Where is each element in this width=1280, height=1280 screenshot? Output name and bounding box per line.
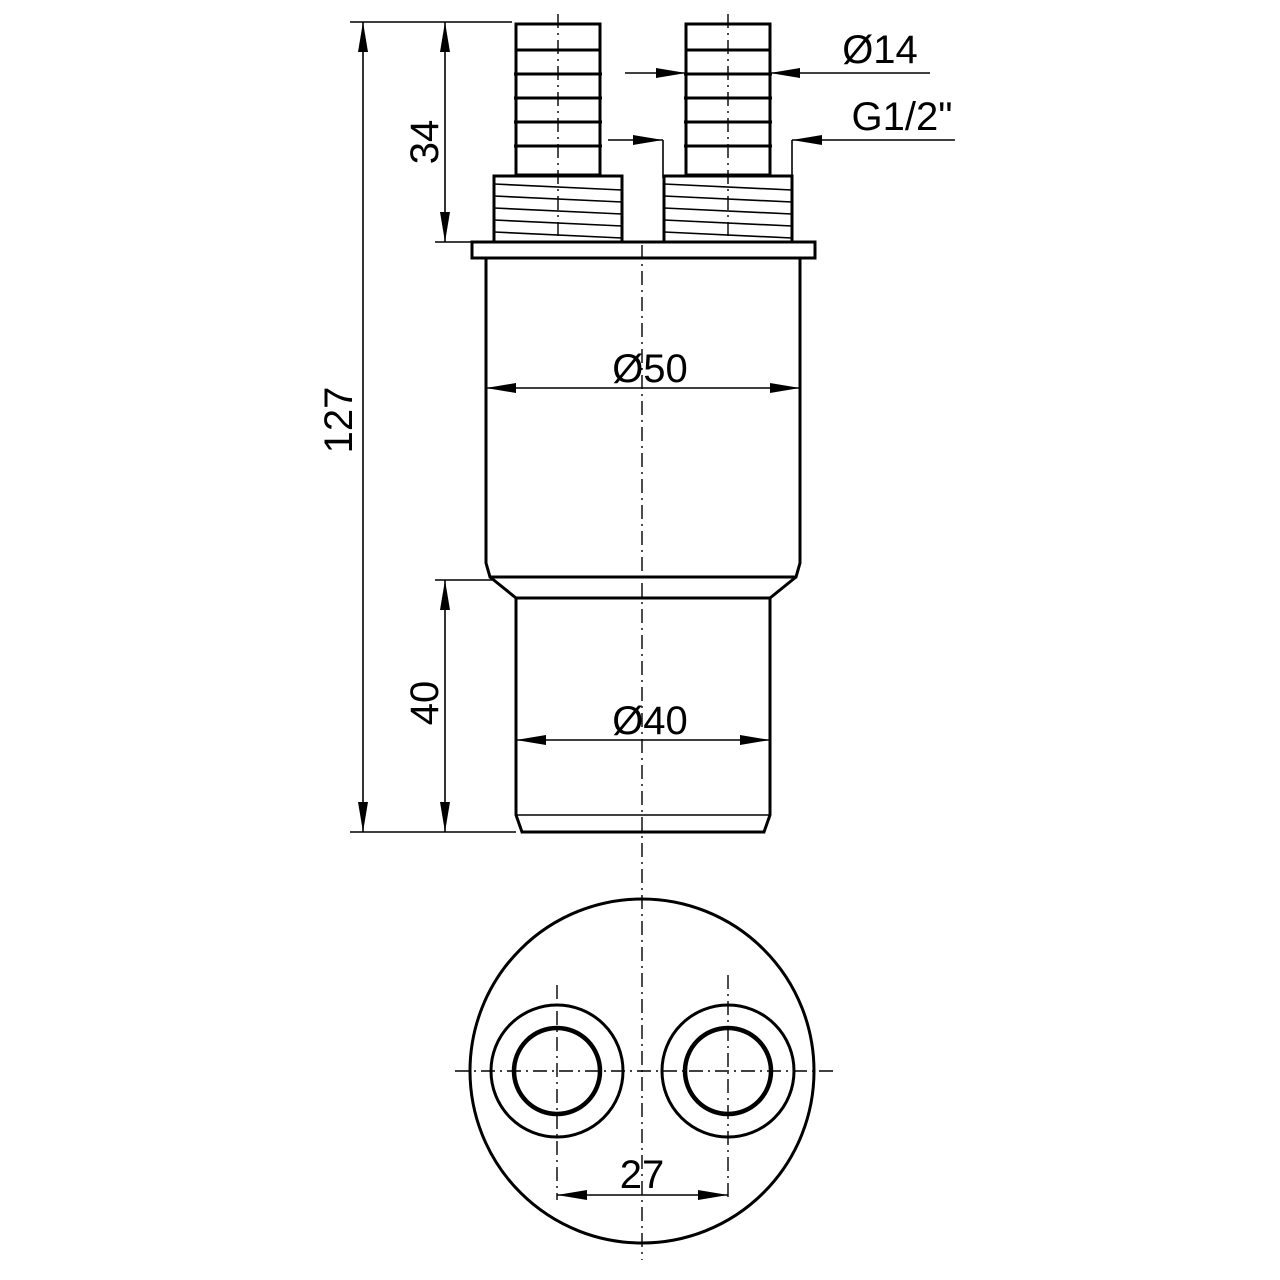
- dimension-diameter-14: Ø14: [625, 28, 930, 78]
- svg-text:34: 34: [403, 120, 447, 165]
- dimension-diameter-40: Ø40: [516, 699, 770, 745]
- svg-text:127: 127: [317, 387, 361, 454]
- flange: [470, 240, 817, 260]
- svg-text:Ø14: Ø14: [842, 28, 918, 72]
- taper: [489, 575, 797, 600]
- dimension-27: 27: [557, 1153, 728, 1200]
- body-40: [514, 598, 772, 834]
- top-view: [455, 897, 835, 1245]
- svg-text:Ø40: Ø40: [612, 699, 688, 743]
- dimension-thread-g12: G1/2": [608, 95, 955, 178]
- body-50: [484, 258, 802, 579]
- dimension-34: 34: [403, 22, 472, 243]
- dimension-40: 40: [403, 579, 492, 832]
- side-view: [470, 14, 817, 1260]
- dimension-127: 127: [317, 21, 516, 833]
- svg-text:Ø50: Ø50: [612, 347, 688, 391]
- svg-text:G1/2": G1/2": [852, 95, 953, 139]
- svg-text:27: 27: [620, 1153, 665, 1197]
- dimension-diameter-50: Ø50: [486, 347, 800, 393]
- svg-text:40: 40: [403, 681, 447, 726]
